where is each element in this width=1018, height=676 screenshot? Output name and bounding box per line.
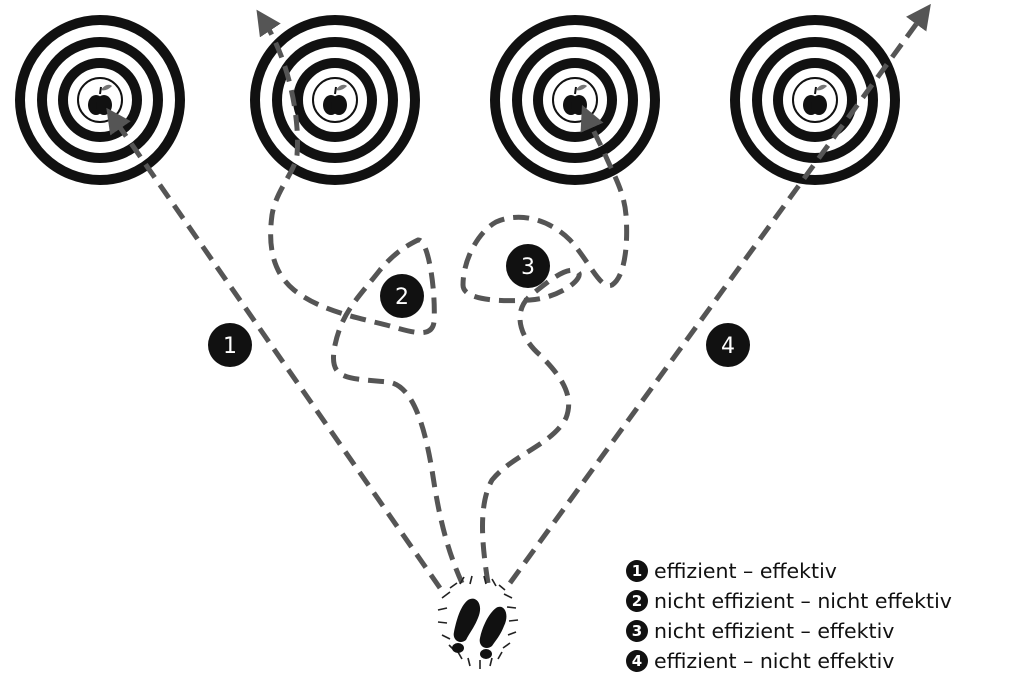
target-4 xyxy=(730,15,900,185)
path-1 xyxy=(106,107,443,590)
apple-icon xyxy=(88,84,112,115)
target-2 xyxy=(250,15,420,185)
path-badge-2: 2 xyxy=(380,274,424,318)
legend-label-3: nicht effizient – effektiv xyxy=(654,619,895,643)
legend: 1 effizient – effektiv 2 nicht effizient… xyxy=(626,556,1018,676)
legend-item-4: 4 effizient – nicht effektiv xyxy=(626,646,1018,676)
path-badge-2-label: 2 xyxy=(395,285,409,310)
footprints-icon xyxy=(437,575,519,669)
legend-item-3: 3 nicht effizient – effektiv xyxy=(626,616,1018,646)
legend-badge-4: 4 xyxy=(626,650,648,672)
legend-badge-2: 2 xyxy=(626,590,648,612)
legend-badge-1: 1 xyxy=(626,560,648,582)
apple-icon xyxy=(563,84,587,115)
legend-item-1: 1 effizient – effektiv xyxy=(626,556,1018,586)
apple-icon xyxy=(803,84,827,115)
legend-badge-3: 3 xyxy=(626,620,648,642)
legend-item-2: 2 nicht effizient – nicht effektiv xyxy=(626,586,1018,616)
path-badge-4: 4 xyxy=(706,323,750,367)
path-badge-3-label: 3 xyxy=(521,255,535,280)
path-badge-4-label: 4 xyxy=(721,334,735,359)
path-badge-1: 1 xyxy=(208,323,252,367)
target-1 xyxy=(15,15,185,185)
legend-label-1: effizient – effektiv xyxy=(654,559,837,583)
apple-icon xyxy=(323,84,347,115)
legend-label-4: effizient – nicht effektiv xyxy=(654,649,895,673)
legend-label-2: nicht effizient – nicht effektiv xyxy=(654,589,952,613)
path-4 xyxy=(507,3,931,585)
path-3 xyxy=(460,104,630,584)
path-2 xyxy=(256,9,465,585)
path-badge-3: 3 xyxy=(506,244,550,288)
path-badge-1-label: 1 xyxy=(223,334,237,359)
target-3 xyxy=(490,15,660,185)
